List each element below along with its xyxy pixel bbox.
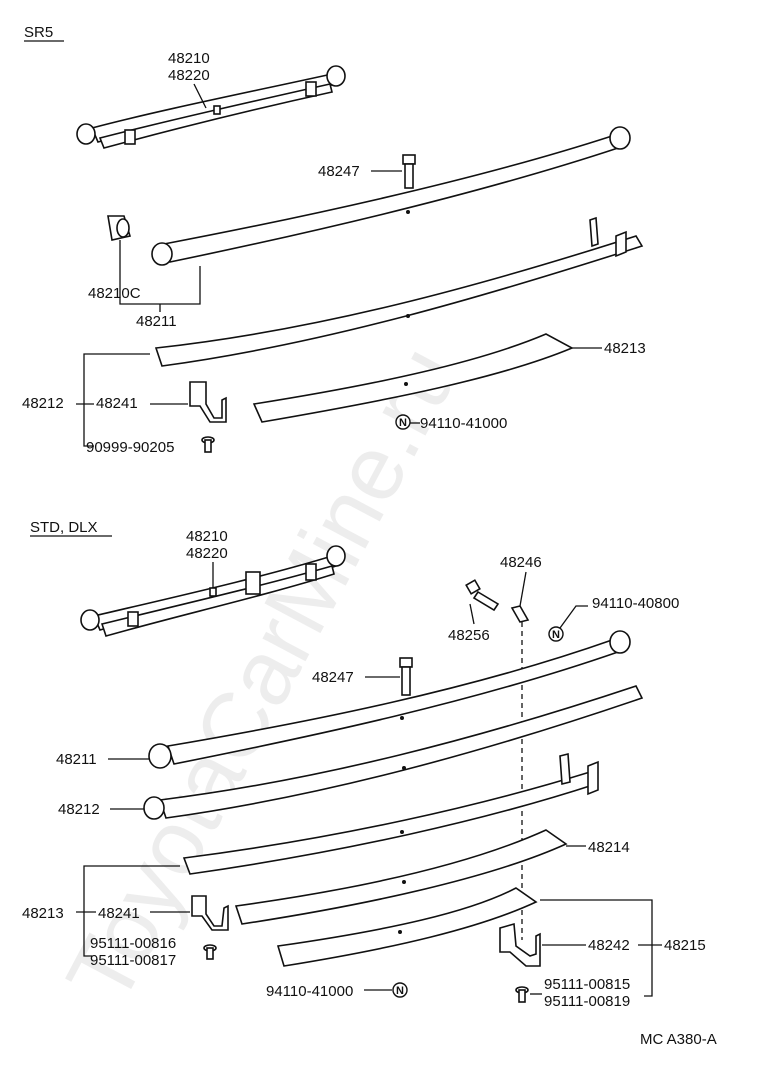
label-48220: 48220 [186, 545, 228, 562]
label-90999-90205: 90999-90205 [86, 439, 174, 456]
clip-48241-sr5 [189, 381, 227, 423]
label-48241: 48241 [98, 905, 140, 922]
bushing-48210c [107, 215, 132, 241]
section-title-std-dlx: STD, DLX [30, 519, 98, 536]
clip-48242 [499, 922, 541, 967]
label-95111-00816: 95111-00816 [90, 935, 176, 952]
label-48220: 48220 [168, 67, 210, 84]
label-94110-41000: 94110-41000 [266, 983, 353, 1000]
bolt-48247-std [399, 657, 413, 696]
label-94110-40800: 94110-40800 [592, 595, 679, 612]
leader-48215 [540, 899, 653, 997]
label-48213: 48213 [604, 340, 646, 357]
leader-48212 [83, 353, 150, 447]
leader-48210 [193, 83, 207, 109]
label-48212: 48212 [22, 395, 64, 412]
leaf-48214 [234, 829, 568, 925]
label-48215: 48215 [664, 937, 706, 954]
label-48247: 48247 [312, 669, 354, 686]
clip-48241-std [191, 895, 229, 931]
label-48246: 48246 [500, 554, 542, 571]
pin-48246 [510, 605, 530, 623]
label-48241: 48241 [96, 395, 138, 412]
bolt-48247-sr5 [402, 154, 416, 189]
label-48214: 48214 [588, 839, 630, 856]
svg-text:N: N [399, 417, 407, 429]
label-48210: 48210 [186, 528, 228, 545]
label-48256: 48256 [448, 627, 490, 644]
leaf-48212-std [143, 685, 644, 820]
new-part-marker: N [392, 982, 408, 998]
label-48211: 48211 [136, 313, 177, 330]
svg-text:N: N [552, 629, 560, 641]
section-sr5: SR5 48210 48220 48247 [22, 24, 646, 456]
new-part-marker: N [395, 414, 411, 430]
leader-48213-std [83, 865, 180, 957]
label-48210: 48210 [168, 50, 210, 67]
leaf-5-std [276, 887, 538, 967]
screw-90999 [201, 436, 215, 453]
label-95111-00815: 95111-00815 [544, 976, 630, 993]
label-95111-00817: 95111-00817 [90, 952, 176, 969]
section-std-dlx: STD, DLX 48210 48220 48246 48256 [22, 519, 706, 1010]
diagram-code: MC A380-A [640, 1031, 717, 1048]
label-48212: 48212 [58, 801, 100, 818]
label-48242: 48242 [588, 937, 630, 954]
spring-assembly-sr5 [76, 65, 346, 149]
label-48211: 48211 [56, 751, 97, 768]
leader-48246 [519, 571, 527, 607]
leader-48256 [469, 603, 475, 625]
label-48247: 48247 [318, 163, 360, 180]
new-part-marker: N [548, 626, 564, 642]
leaf-48212-sr5 [154, 216, 644, 367]
label-94110-41000: 94110-41000 [420, 415, 507, 432]
bolt-48256 [465, 579, 500, 612]
screw-95111-00816 [203, 944, 217, 960]
screw-95111-00815 [515, 986, 529, 1003]
leaf-48211-std [148, 630, 631, 769]
leaf-48211-sr5 [151, 126, 631, 266]
section-title-sr5: SR5 [24, 24, 53, 41]
label-48213: 48213 [22, 905, 64, 922]
leader-94110-40800 [559, 605, 588, 629]
label-95111-00819: 95111-00819 [544, 993, 630, 1010]
spring-assembly-std [80, 545, 346, 637]
svg-text:N: N [396, 985, 404, 997]
leaf-3-std [182, 752, 599, 875]
label-48210c: 48210C [88, 285, 141, 302]
